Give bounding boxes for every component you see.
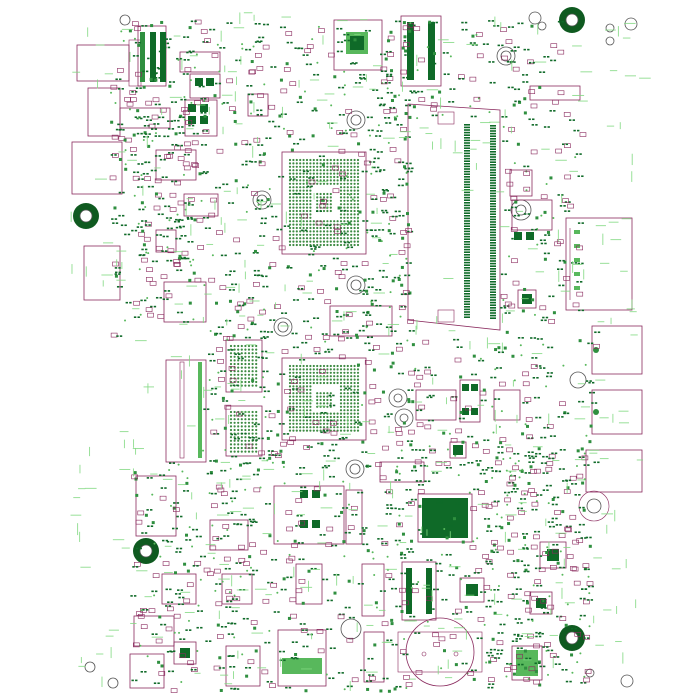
memory-chip-upper: [225, 339, 263, 393]
silkscreen-marks: [70, 12, 651, 691]
header-top-center: [400, 15, 442, 87]
connector-top-left: [71, 39, 207, 323]
mounting-holes: [73, 7, 585, 651]
port-right-middle: [591, 325, 643, 435]
tool-holes: [84, 11, 638, 689]
ic-lower-center: [417, 493, 473, 543]
coin-cell-battery: [397, 617, 483, 687]
dimm-pins: [464, 124, 496, 319]
smd-passives: [109, 19, 601, 693]
connector-bottom-center: [277, 561, 437, 687]
passive-block-mid: [155, 149, 553, 687]
chipset-bga-balls: [288, 364, 360, 432]
connector-bottom-right: [511, 645, 543, 681]
connector-top-right: [529, 85, 581, 101]
dimm-socket: [407, 103, 501, 331]
port-right-lower: [585, 449, 643, 493]
memory-chip-lower: [225, 405, 263, 457]
chipset-bga: [281, 357, 367, 441]
ic-top-center: [333, 19, 383, 71]
cpu-bga: [281, 151, 367, 255]
connector-bottom-left: [129, 475, 177, 689]
header-top-left: [137, 25, 167, 87]
cpu-bga-balls: [288, 158, 360, 247]
connector-vertical-left: [165, 359, 207, 463]
